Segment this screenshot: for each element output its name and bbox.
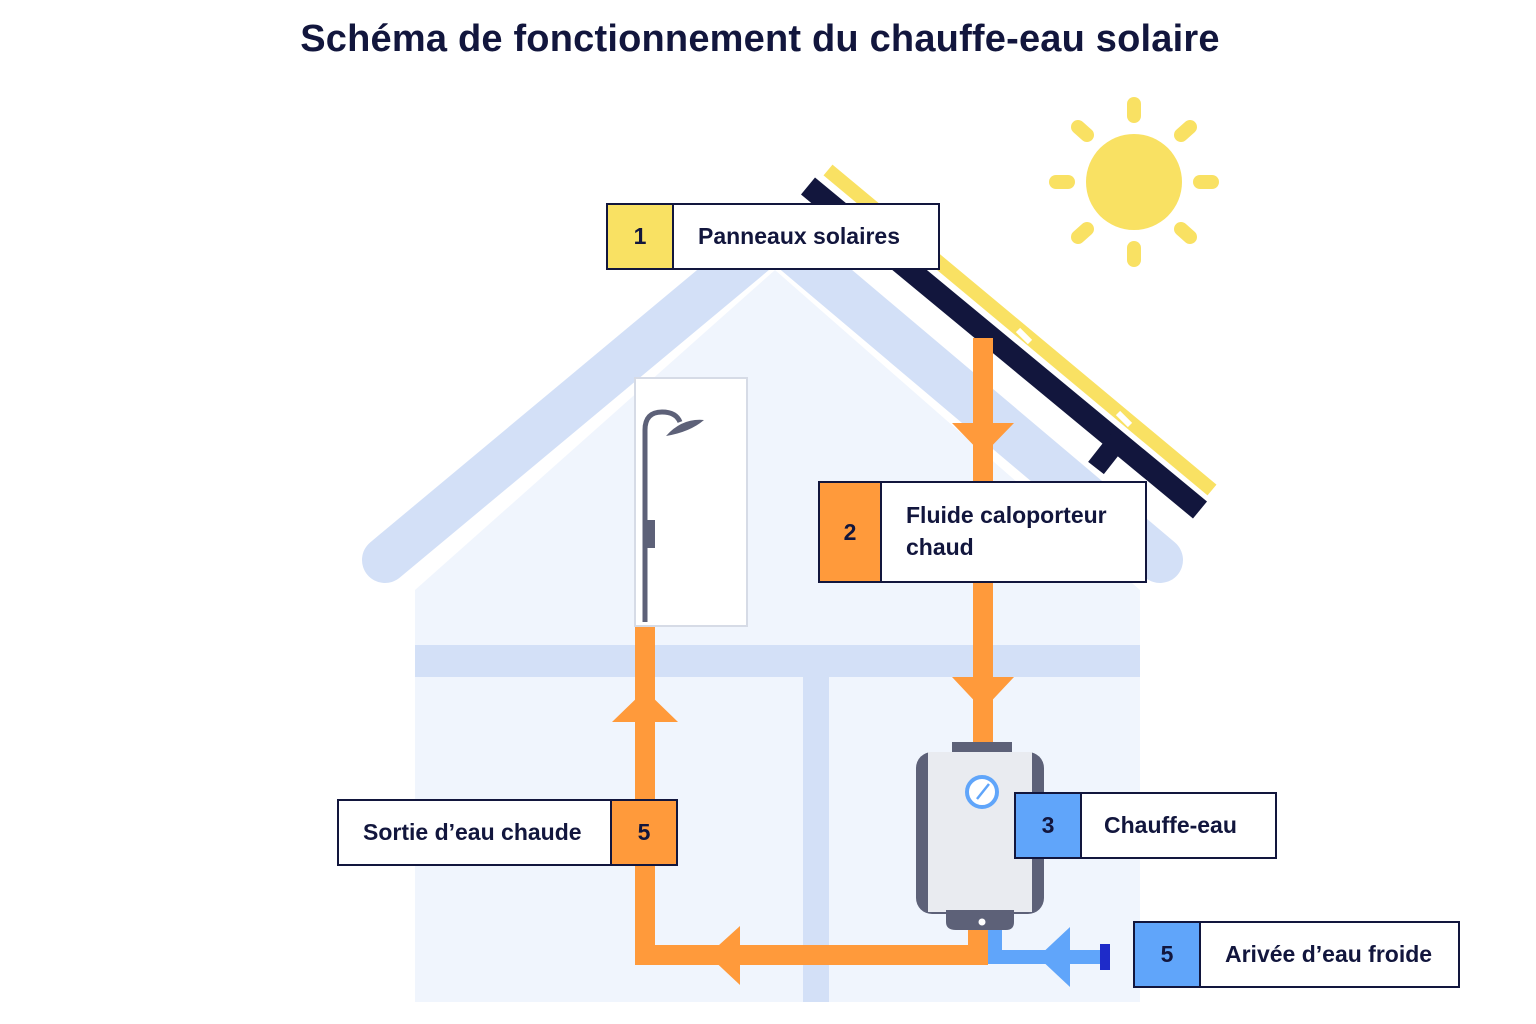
- label-text-line-2: chaud: [906, 534, 974, 560]
- label-text-line-1: Fluide caloporteur: [906, 502, 1107, 529]
- label-text: Sortie d’eau chaude: [363, 818, 582, 845]
- shower-icon: [634, 377, 748, 627]
- cold-pipe: [988, 925, 1110, 987]
- flow-arrow-icon: [1038, 927, 1070, 987]
- label-number: 5: [1135, 923, 1201, 986]
- label-cold-water-inlet: 5 Arivée d’eau froide: [1133, 921, 1460, 988]
- sun-icon: [1049, 97, 1219, 267]
- label-water-heater: 3 Chauffe-eau: [1014, 792, 1277, 859]
- label-text: Chauffe-eau: [1104, 811, 1237, 838]
- label-number: 3: [1016, 794, 1082, 857]
- thermometer-gauge-icon: [965, 775, 999, 809]
- flow-arrow-icon: [612, 423, 1014, 985]
- label-number: 5: [610, 801, 676, 864]
- label-text: Fluide caloporteur chaud: [882, 483, 1145, 581]
- label-text: Arivée d’eau froide: [1225, 940, 1433, 967]
- label-number: 1: [608, 205, 674, 268]
- label-hot-fluid: 2 Fluide caloporteur chaud: [818, 481, 1147, 583]
- label-text: Panneaux solaires: [698, 222, 900, 249]
- label-solar-panels: 1 Panneaux solaires: [606, 203, 940, 270]
- diagram-title: Schéma de fonctionnement du chauffe-eau …: [300, 18, 1220, 60]
- floor-divider: [415, 645, 1140, 677]
- label-hot-water-outlet: Sortie d’eau chaude 5: [337, 799, 678, 866]
- label-number: 2: [820, 483, 882, 581]
